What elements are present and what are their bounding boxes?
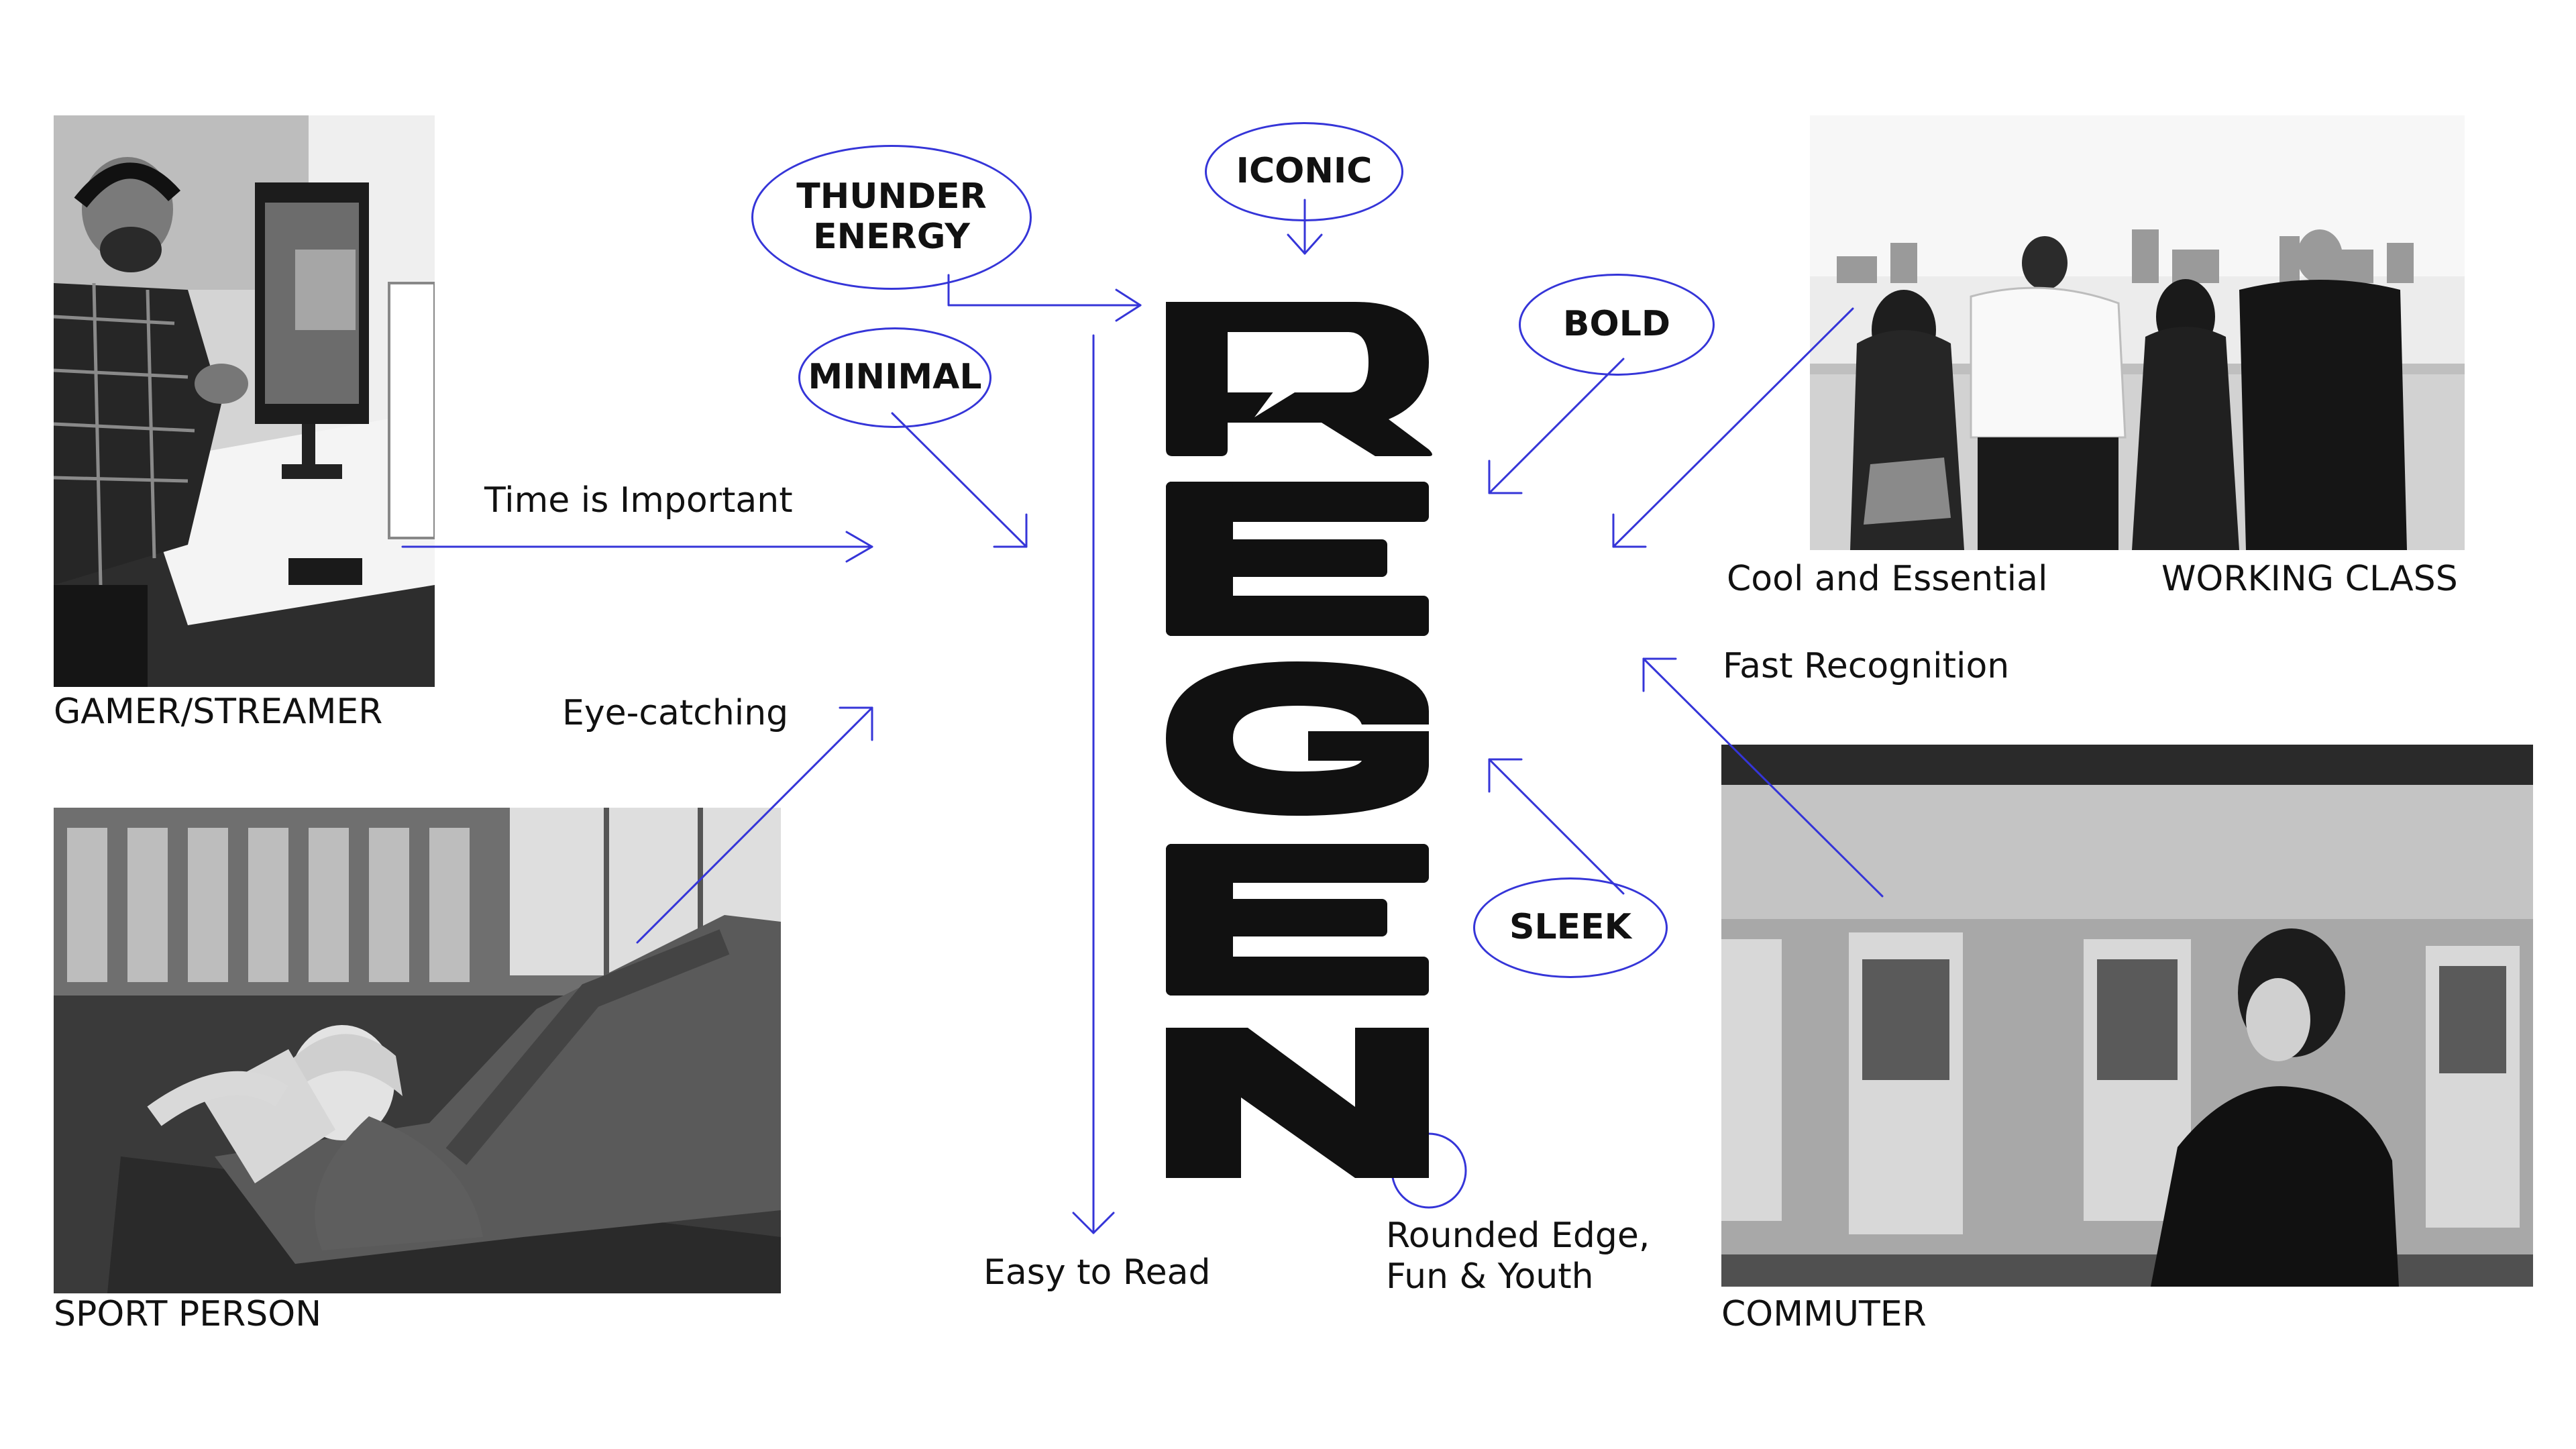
rounded-edge-line-1: Rounded Edge, xyxy=(1386,1216,1650,1256)
working-class-photo xyxy=(1810,115,2465,550)
logo-letter-n xyxy=(1166,1028,1429,1178)
gamer-streamer-caption: GAMER/STREAMER xyxy=(54,692,383,732)
iconic-label: ICONIC xyxy=(1236,151,1373,192)
sport-person-caption: SPORT PERSON xyxy=(54,1294,322,1334)
working-class-caption: WORKING CLASS xyxy=(2161,559,2458,599)
bold-bubble: BOLD xyxy=(1519,274,1715,376)
easy-to-read-label: Easy to Read xyxy=(983,1252,1211,1293)
lightning-bolt-icon xyxy=(1231,339,1335,417)
bold-label: BOLD xyxy=(1562,304,1671,345)
regen-logo xyxy=(1166,302,1432,1178)
logo-letter-e-1 xyxy=(1166,482,1429,636)
thunder-energy-line-2: ENERGY xyxy=(813,217,970,257)
minimal-bubble: MINIMAL xyxy=(798,327,991,428)
rounded-edge-line-2: Fun & Youth xyxy=(1386,1256,1594,1297)
thunder-energy-line-1: THUNDER xyxy=(796,176,987,217)
sleek-bubble: SLEEK xyxy=(1473,877,1668,978)
minimal-label: MINIMAL xyxy=(808,357,982,398)
gamer-streamer-photo xyxy=(54,115,435,687)
commuter-caption: COMMUTER xyxy=(1721,1294,1927,1334)
thunder-energy-bubble: THUNDER ENERGY xyxy=(751,145,1032,290)
time-is-important-label: Time is Important xyxy=(484,480,793,521)
logo-letter-e-2 xyxy=(1166,844,1429,996)
cool-and-essential-label: Cool and Essential xyxy=(1727,559,2048,599)
fast-recognition-label: Fast Recognition xyxy=(1723,646,2010,686)
iconic-bubble: ICONIC xyxy=(1205,122,1403,221)
rounded-edge-label: Rounded Edge, Fun & Youth xyxy=(1386,1216,1650,1298)
sleek-label: SLEEK xyxy=(1509,907,1631,948)
sport-person-photo xyxy=(54,808,781,1293)
eye-catching-label: Eye-catching xyxy=(562,693,789,733)
commuter-photo xyxy=(1721,745,2533,1287)
logo-letter-g xyxy=(1166,661,1429,816)
